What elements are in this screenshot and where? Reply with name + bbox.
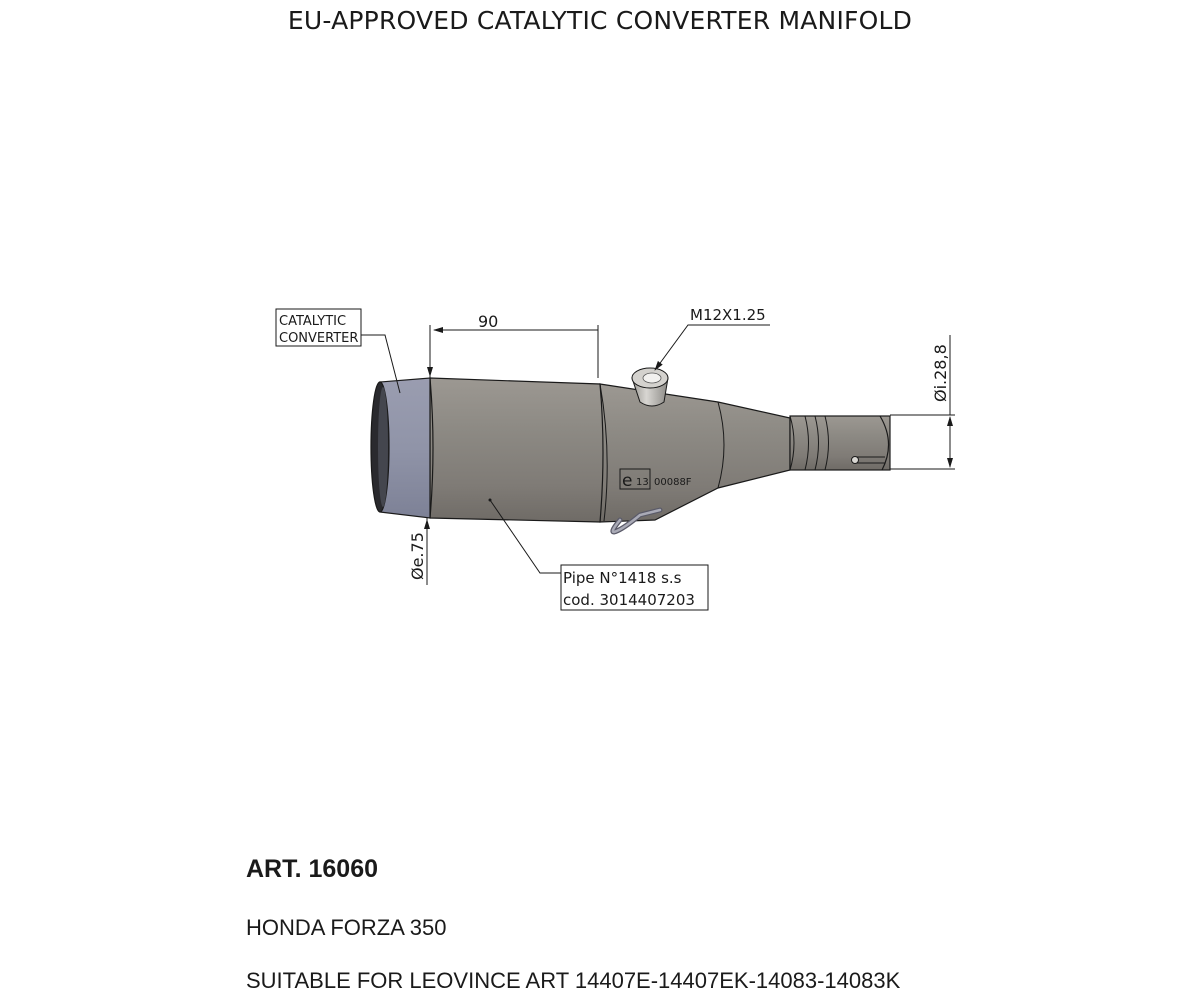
length-dimension: 90 [478, 312, 498, 331]
compatibility-note: SUITABLE FOR LEOVINCE ART 14407E-14407EK… [246, 968, 901, 993]
vehicle-model: HONDA FORZA 350 [246, 915, 447, 940]
pipe-callout-box [560, 564, 709, 611]
pipe-callout-line2: cod. 3014407203 [563, 591, 695, 609]
article-number: ART. 16060 [246, 855, 379, 883]
catalytic-converter-leader [361, 334, 401, 394]
homologation-code: 00088F [654, 477, 692, 488]
catalytic-converter-callout-box [275, 308, 362, 347]
catalytic-converter-label-line1: CATALYTIC [279, 314, 346, 329]
outer-diameter-dimension: Øe.75 [408, 532, 427, 580]
homologation-country: 13 [636, 477, 649, 488]
manifold-body [370, 367, 891, 535]
pipe-leader [489, 499, 561, 574]
inner-diameter-dimension: Øi.28,8 [931, 344, 950, 402]
page-title: EU-APPROVED CATALYTIC CONVERTER MANIFOLD [287, 6, 913, 35]
homologation-mark: e [622, 471, 632, 491]
pipe-callout-line1: Pipe N°1418 s.s [563, 569, 682, 587]
thread-callout: M12X1.25 [690, 306, 766, 324]
catalytic-converter-label-line2: CONVERTER [279, 331, 358, 346]
